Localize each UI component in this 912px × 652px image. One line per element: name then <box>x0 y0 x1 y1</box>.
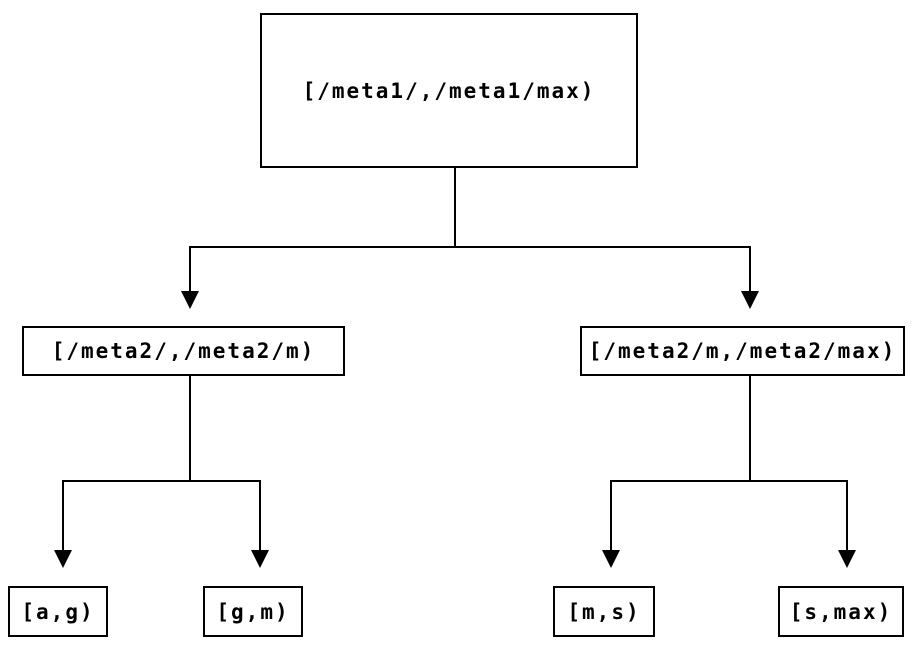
node-meta2-right-label: [/meta2/m,/meta2/max) <box>588 339 897 363</box>
node-meta2-right: [/meta2/m,/meta2/max) <box>580 326 905 376</box>
arrowhead-down-icon <box>181 291 199 309</box>
arrowhead-down-icon <box>838 550 856 568</box>
node-root-label: [/meta1/,/meta1/max) <box>302 78 596 103</box>
node-leaf-a-g-label: [a,g) <box>21 599 95 624</box>
node-leaf-g-m-label: [g,m) <box>216 599 290 624</box>
node-leaf-s-max: [s,max) <box>778 586 904 637</box>
arrowhead-down-icon <box>602 550 620 568</box>
edge-lines-left-subtree <box>62 376 261 551</box>
node-leaf-s-max-label: [s,max) <box>789 599 893 624</box>
edge-lines-root <box>189 168 751 292</box>
arrowhead-down-icon <box>54 550 72 568</box>
node-leaf-a-g: [a,g) <box>8 586 108 637</box>
node-leaf-m-s-label: [m,s) <box>567 599 641 624</box>
node-root: [/meta1/,/meta1/max) <box>260 13 638 168</box>
edge-lines-right-subtree <box>610 376 848 551</box>
node-leaf-g-m: [g,m) <box>203 586 303 637</box>
arrowhead-down-icon <box>251 550 269 568</box>
node-meta2-left-label: [/meta2/,/meta2/m) <box>51 339 316 363</box>
arrowhead-down-icon <box>741 291 759 309</box>
node-meta2-left: [/meta2/,/meta2/m) <box>22 326 345 376</box>
node-leaf-m-s: [m,s) <box>553 586 655 637</box>
